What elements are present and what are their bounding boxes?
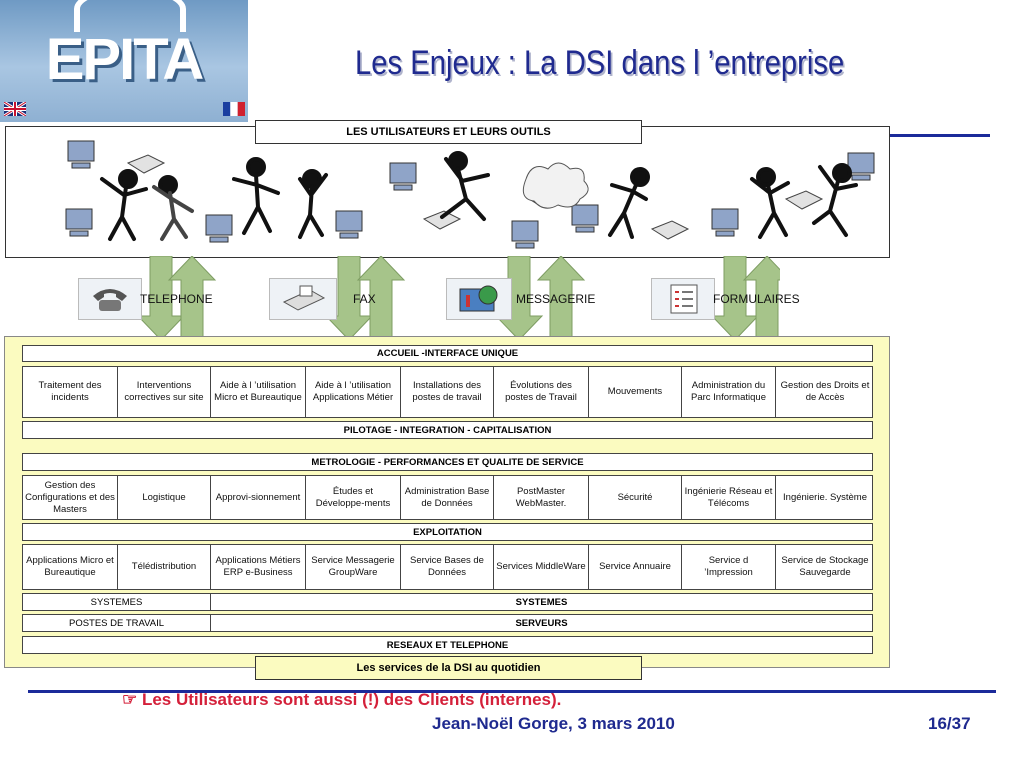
messagerie-icon xyxy=(446,278,512,320)
services-row-2: Gestion des Configurations et des Master… xyxy=(22,475,873,520)
france-flag-icon xyxy=(223,102,245,116)
bar-reseaux: RESEAUX ET TELEPHONE xyxy=(22,636,873,654)
channel-fax: FAX xyxy=(269,278,376,320)
bar-exploitation: EXPLOITATION xyxy=(22,523,873,541)
service-cell: Services MiddleWare xyxy=(494,545,589,589)
service-cell: Traitement des incidents xyxy=(23,367,118,417)
footer-note: ☞ Les Utilisateurs sont aussi (!) des Cl… xyxy=(122,690,561,710)
service-cell: Service d ’Impression xyxy=(682,545,776,589)
channel-label: FAX xyxy=(353,292,376,306)
service-cell: Études et Développe-ments xyxy=(306,476,401,519)
service-cell: Sécurité xyxy=(589,476,682,519)
title-rule xyxy=(888,134,990,137)
service-cell: Mouvements xyxy=(589,367,682,417)
pointing-hand-icon: ☞ xyxy=(122,690,142,709)
service-cell: Évolutions des postes de Travail xyxy=(494,367,589,417)
channel-telephone: TELEPHONE xyxy=(78,278,213,320)
service-cell: Administration du Parc Informatique xyxy=(682,367,776,417)
service-cell: Ingénierie. Système xyxy=(783,491,867,503)
services-row-3: Applications Micro et Bureautique Télédi… xyxy=(22,544,873,590)
bar-systemes-left: SYSTEMES xyxy=(22,593,211,611)
author-date: Jean-Noël Gorge, 3 mars 2010 xyxy=(432,714,675,733)
bar-pilotage: PILOTAGE - INTEGRATION - CAPITALISATION xyxy=(22,421,873,439)
bar-serveurs: SERVEURS xyxy=(210,614,873,632)
bar-accueil: ACCUEIL -INTERFACE UNIQUE xyxy=(22,345,873,362)
service-cell: Administration Base de Données xyxy=(401,476,494,519)
service-cell: Approvi-sionnement xyxy=(211,476,306,519)
uk-flag-icon xyxy=(4,102,26,116)
bar-metrologie: METROLOGIE - PERFORMANCES ET QUALITE DE … xyxy=(22,453,873,471)
channel-label: TELEPHONE xyxy=(140,292,213,306)
service-cell: Gestion des Configurations et des Master… xyxy=(23,476,118,519)
users-header: LES UTILISATEURS ET LEURS OUTILS xyxy=(255,120,642,144)
form-icon xyxy=(651,278,715,320)
service-cell: Service de Stockage Sauvegarde xyxy=(781,555,869,578)
channel-label: FORMULAIRES xyxy=(713,292,800,306)
service-cell: Aide à l ’utilisation Applications Métie… xyxy=(306,367,401,417)
channel-label: MESSAGERIE xyxy=(516,292,596,306)
service-cell: Gestion des Droits et de Accès xyxy=(780,380,870,403)
telephone-icon xyxy=(78,278,142,320)
bar-systemes-right: SYSTEMES xyxy=(210,593,873,611)
users-panel xyxy=(5,126,890,258)
service-cell: Service Annuaire xyxy=(589,545,682,589)
epita-logo-icon: EPITA xyxy=(0,0,248,122)
logo-text: EPITA xyxy=(45,27,205,92)
service-cell: Service Bases de Données xyxy=(401,545,494,589)
services-caption: Les services de la DSI au quotidien xyxy=(255,656,642,680)
service-cell: Aide à l ’utilisation Micro et Bureautiq… xyxy=(211,367,306,417)
service-cell: Interventions correctives sur site xyxy=(118,367,211,417)
service-cell: Ingénierie Réseau et Télécoms xyxy=(682,476,776,519)
flow-arrows xyxy=(136,256,780,341)
note-text: Les Utilisateurs sont aussi (!) des Clie… xyxy=(141,690,562,709)
service-cell: Applications Métiers ERP e-Business xyxy=(211,545,306,589)
footer-rule xyxy=(28,690,996,693)
service-cell: Service Messagerie GroupWare xyxy=(306,545,401,589)
service-cell: Télédistribution xyxy=(118,545,211,589)
service-cell: PostMaster WebMaster. xyxy=(494,476,589,519)
page-number: 16/37 xyxy=(928,714,971,733)
logo-roof-shape xyxy=(74,0,186,32)
slide-title: Les Enjeux : La DSI dans l ’entreprise xyxy=(355,44,845,82)
bar-postes: POSTES DE TRAVAIL xyxy=(22,614,211,632)
channel-formulaires: FORMULAIRES xyxy=(651,278,800,320)
service-cell: Logistique xyxy=(118,476,211,519)
service-cell: Installations des postes de travail xyxy=(401,367,494,417)
service-cell: Applications Micro et Bureautique xyxy=(23,545,118,589)
services-row-1: Traitement des incidents Interventions c… xyxy=(22,366,873,418)
fax-icon xyxy=(269,278,337,320)
users-illustration xyxy=(65,140,875,249)
channel-messagerie: MESSAGERIE xyxy=(446,278,596,320)
